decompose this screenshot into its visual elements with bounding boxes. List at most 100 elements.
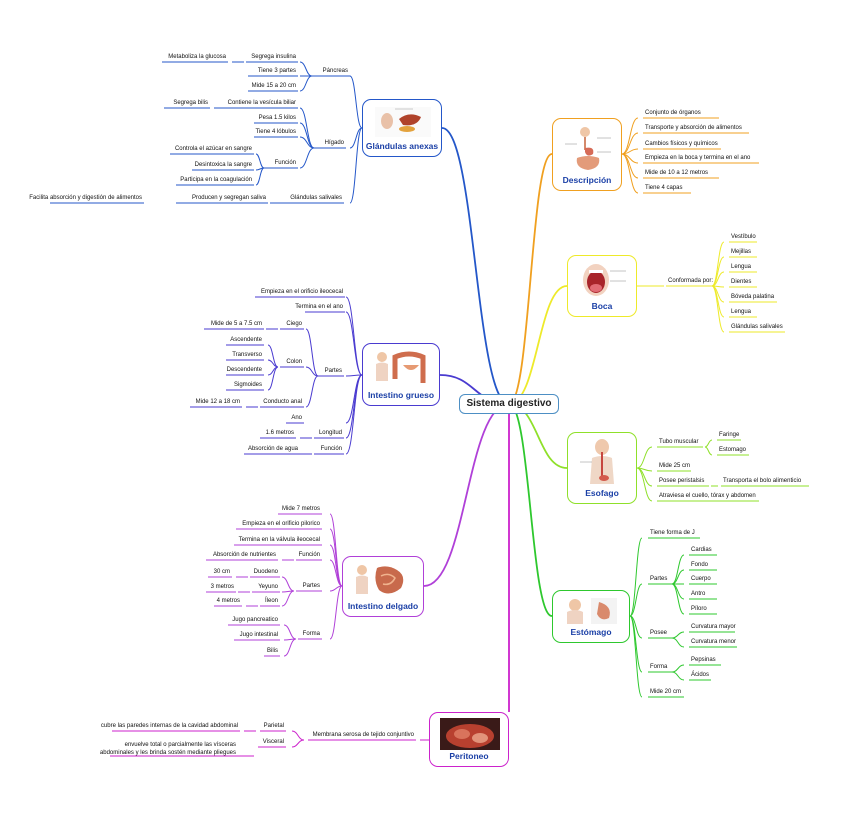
topic-label[interactable]: Mide 12 a 18 cm	[195, 399, 240, 405]
topic-label[interactable]: Íleon	[264, 598, 278, 604]
topic-label-multiline[interactable]: envuelve total o parcialmente las víscer…	[99, 742, 236, 756]
topic-label[interactable]: Faringe	[719, 432, 740, 438]
topic-label[interactable]: Desintoxica la sangre	[194, 162, 252, 168]
node-title: Boca	[591, 301, 613, 311]
topic-label[interactable]: Conformada por:	[668, 278, 714, 284]
node-intestino-grueso[interactable]: Intestino grueso	[362, 343, 440, 406]
topic-label[interactable]: Partes	[302, 583, 320, 589]
node-esofago[interactable]: Esofago	[567, 432, 637, 504]
topic-label[interactable]: Ácidos	[691, 672, 710, 678]
topic-label[interactable]: Empieza en la boca y termina en el ano	[645, 155, 751, 161]
topic-label[interactable]: Lengua	[731, 309, 752, 315]
topic-label[interactable]: Tubo muscular	[659, 439, 699, 445]
topic-label[interactable]: Jugo intestinal	[239, 632, 278, 638]
topic-label[interactable]: Pesa 1.5 kilos	[258, 115, 296, 121]
topic-label[interactable]: Bilis	[266, 648, 278, 654]
topic-label[interactable]: Participa en la coagulación	[180, 177, 252, 183]
topic-label[interactable]: Forma	[650, 664, 668, 670]
topic-label[interactable]: Ascendente	[230, 337, 262, 343]
topic-label[interactable]: Absorción de nutrientes	[212, 552, 276, 558]
topic-label[interactable]: Mide 25 cm	[659, 463, 691, 469]
topic-label[interactable]: 1.6 metros	[265, 430, 294, 436]
topic-label[interactable]: Yeyuno	[258, 584, 278, 590]
topic-label[interactable]: Duodeno	[253, 569, 278, 575]
node-boca[interactable]: Boca	[567, 255, 637, 317]
topic-label[interactable]: 4 metros	[216, 598, 240, 604]
topic-label[interactable]: Hígado	[324, 140, 344, 146]
topic-label[interactable]: Forma	[302, 631, 320, 637]
node-estomago[interactable]: Estómago	[552, 590, 630, 643]
topic-label[interactable]: Glándulas salivales	[290, 195, 342, 201]
central-topic[interactable]: Sistema digestivo	[459, 394, 559, 414]
topic-label[interactable]: Segrega insulina	[251, 54, 296, 60]
topic-label[interactable]: Ano	[291, 415, 302, 421]
topic-label[interactable]: Fondo	[691, 562, 709, 568]
topic-label[interactable]: Contiene la vesícula biliar	[227, 100, 296, 106]
node-glandulas-anexas[interactable]: Glándulas anexas	[362, 99, 442, 157]
topic-label[interactable]: Absorción de agua	[247, 446, 298, 452]
topic-label[interactable]: Lengua	[731, 264, 752, 270]
topic-label[interactable]: Transporta el bolo alimenticio	[723, 478, 802, 484]
topic-label[interactable]: Sigmoides	[233, 382, 262, 388]
topic-label[interactable]: Páncreas	[322, 68, 348, 74]
node-peritoneo[interactable]: Peritoneo	[429, 712, 509, 767]
topic-label[interactable]: Función	[298, 552, 320, 558]
topic-label[interactable]: Empieza en el orificio pilorico	[242, 521, 320, 527]
topic-label[interactable]: Partes	[650, 576, 668, 582]
topic-label[interactable]: Ciego	[286, 321, 302, 327]
topic-label[interactable]: Tiene 3 partes	[257, 68, 296, 74]
topic-label[interactable]: Atraviesa el cuello, tórax y abdomen	[659, 493, 756, 499]
topic-label[interactable]: Membrana serosa de tejido conjuntivo	[312, 732, 414, 738]
topic-label[interactable]: Transporte y absorción de alimentos	[645, 125, 742, 131]
topic-label[interactable]: Mide 7 metros	[281, 506, 320, 512]
topic-label[interactable]: Posee peristalsis	[659, 478, 705, 484]
topic-label[interactable]: Dientes	[731, 279, 752, 285]
topic-label[interactable]: Vestíbulo	[731, 234, 756, 240]
topic-label[interactable]: Termina en la válvula ileocecal	[238, 537, 320, 543]
topic-label[interactable]: Termina en el ano	[295, 304, 343, 310]
topic-label[interactable]: Longitud	[318, 430, 342, 436]
topic-label[interactable]: Mide de 10 a 12 metros	[645, 170, 709, 176]
topic-label[interactable]: 30 cm	[213, 569, 230, 575]
topic-label[interactable]: Transverso	[232, 352, 262, 358]
topic-label[interactable]: Tiene 4 lóbulos	[255, 129, 296, 135]
topic-label[interactable]: Posee	[650, 630, 668, 636]
topic-label[interactable]: Empieza en el orificio ileocecal	[260, 289, 343, 295]
topic-label[interactable]: Controla el azúcar en sangre	[174, 146, 252, 152]
topic-label[interactable]: Conjunto de órganos	[645, 110, 701, 116]
topic-label[interactable]: 3 metros	[210, 584, 234, 590]
topic-label[interactable]: Función	[274, 160, 296, 166]
topic-label[interactable]: Cardias	[691, 547, 712, 553]
topic-label[interactable]: Partes	[324, 368, 342, 374]
topic-label[interactable]: Curvatura menor	[691, 639, 737, 645]
topic-label[interactable]: Jugo pancreatico	[232, 617, 278, 623]
topic-label[interactable]: Pepsinas	[691, 657, 716, 663]
topic-label[interactable]: Descendente	[226, 367, 262, 373]
topic-label[interactable]: Facilita absorción y digestión de alimen…	[29, 195, 142, 201]
node-intestino-delgado[interactable]: Intestino delgado	[342, 556, 424, 617]
topic-label[interactable]: Cuerpo	[691, 576, 711, 582]
topic-label[interactable]: Mide 15 a 20 cm	[251, 83, 296, 89]
topic-label[interactable]: Píloro	[691, 606, 707, 612]
topic-label[interactable]: Segrega bilis	[173, 100, 208, 106]
topic-label[interactable]: Antro	[691, 591, 706, 597]
topic-label[interactable]: Mejillas	[731, 249, 752, 255]
node-descripcion[interactable]: Descripción	[552, 118, 622, 191]
topic-label[interactable]: Glándulas salivales	[731, 324, 783, 330]
topic-label[interactable]: Visceral	[262, 739, 284, 745]
topic-label[interactable]: Función	[320, 446, 342, 452]
topic-label[interactable]: Mide 20 cm	[650, 689, 682, 695]
topic-label[interactable]: Bóveda palatina	[731, 294, 775, 300]
topic-label[interactable]: Cambios físicos y químicos	[645, 141, 718, 147]
topic-label[interactable]: Tiene forma de J	[650, 530, 695, 536]
topic-label[interactable]: Colon	[286, 359, 302, 365]
topic-label[interactable]: Curvatura mayor	[691, 624, 736, 630]
topic-label[interactable]: Parietal	[263, 723, 284, 729]
topic-label[interactable]: Mide de 5 a 7.5 cm	[210, 321, 262, 327]
topic-label[interactable]: cubre las paredes internas de la cavidad…	[100, 723, 238, 729]
topic-label[interactable]: Producen y segregan saliva	[191, 195, 266, 201]
topic-label[interactable]: Estomago	[719, 447, 747, 453]
topic-label[interactable]: Conducto anal	[263, 399, 302, 405]
topic-label[interactable]: Tiene 4 capas	[645, 185, 683, 191]
topic-label[interactable]: Metaboliza la glucosa	[168, 54, 226, 60]
